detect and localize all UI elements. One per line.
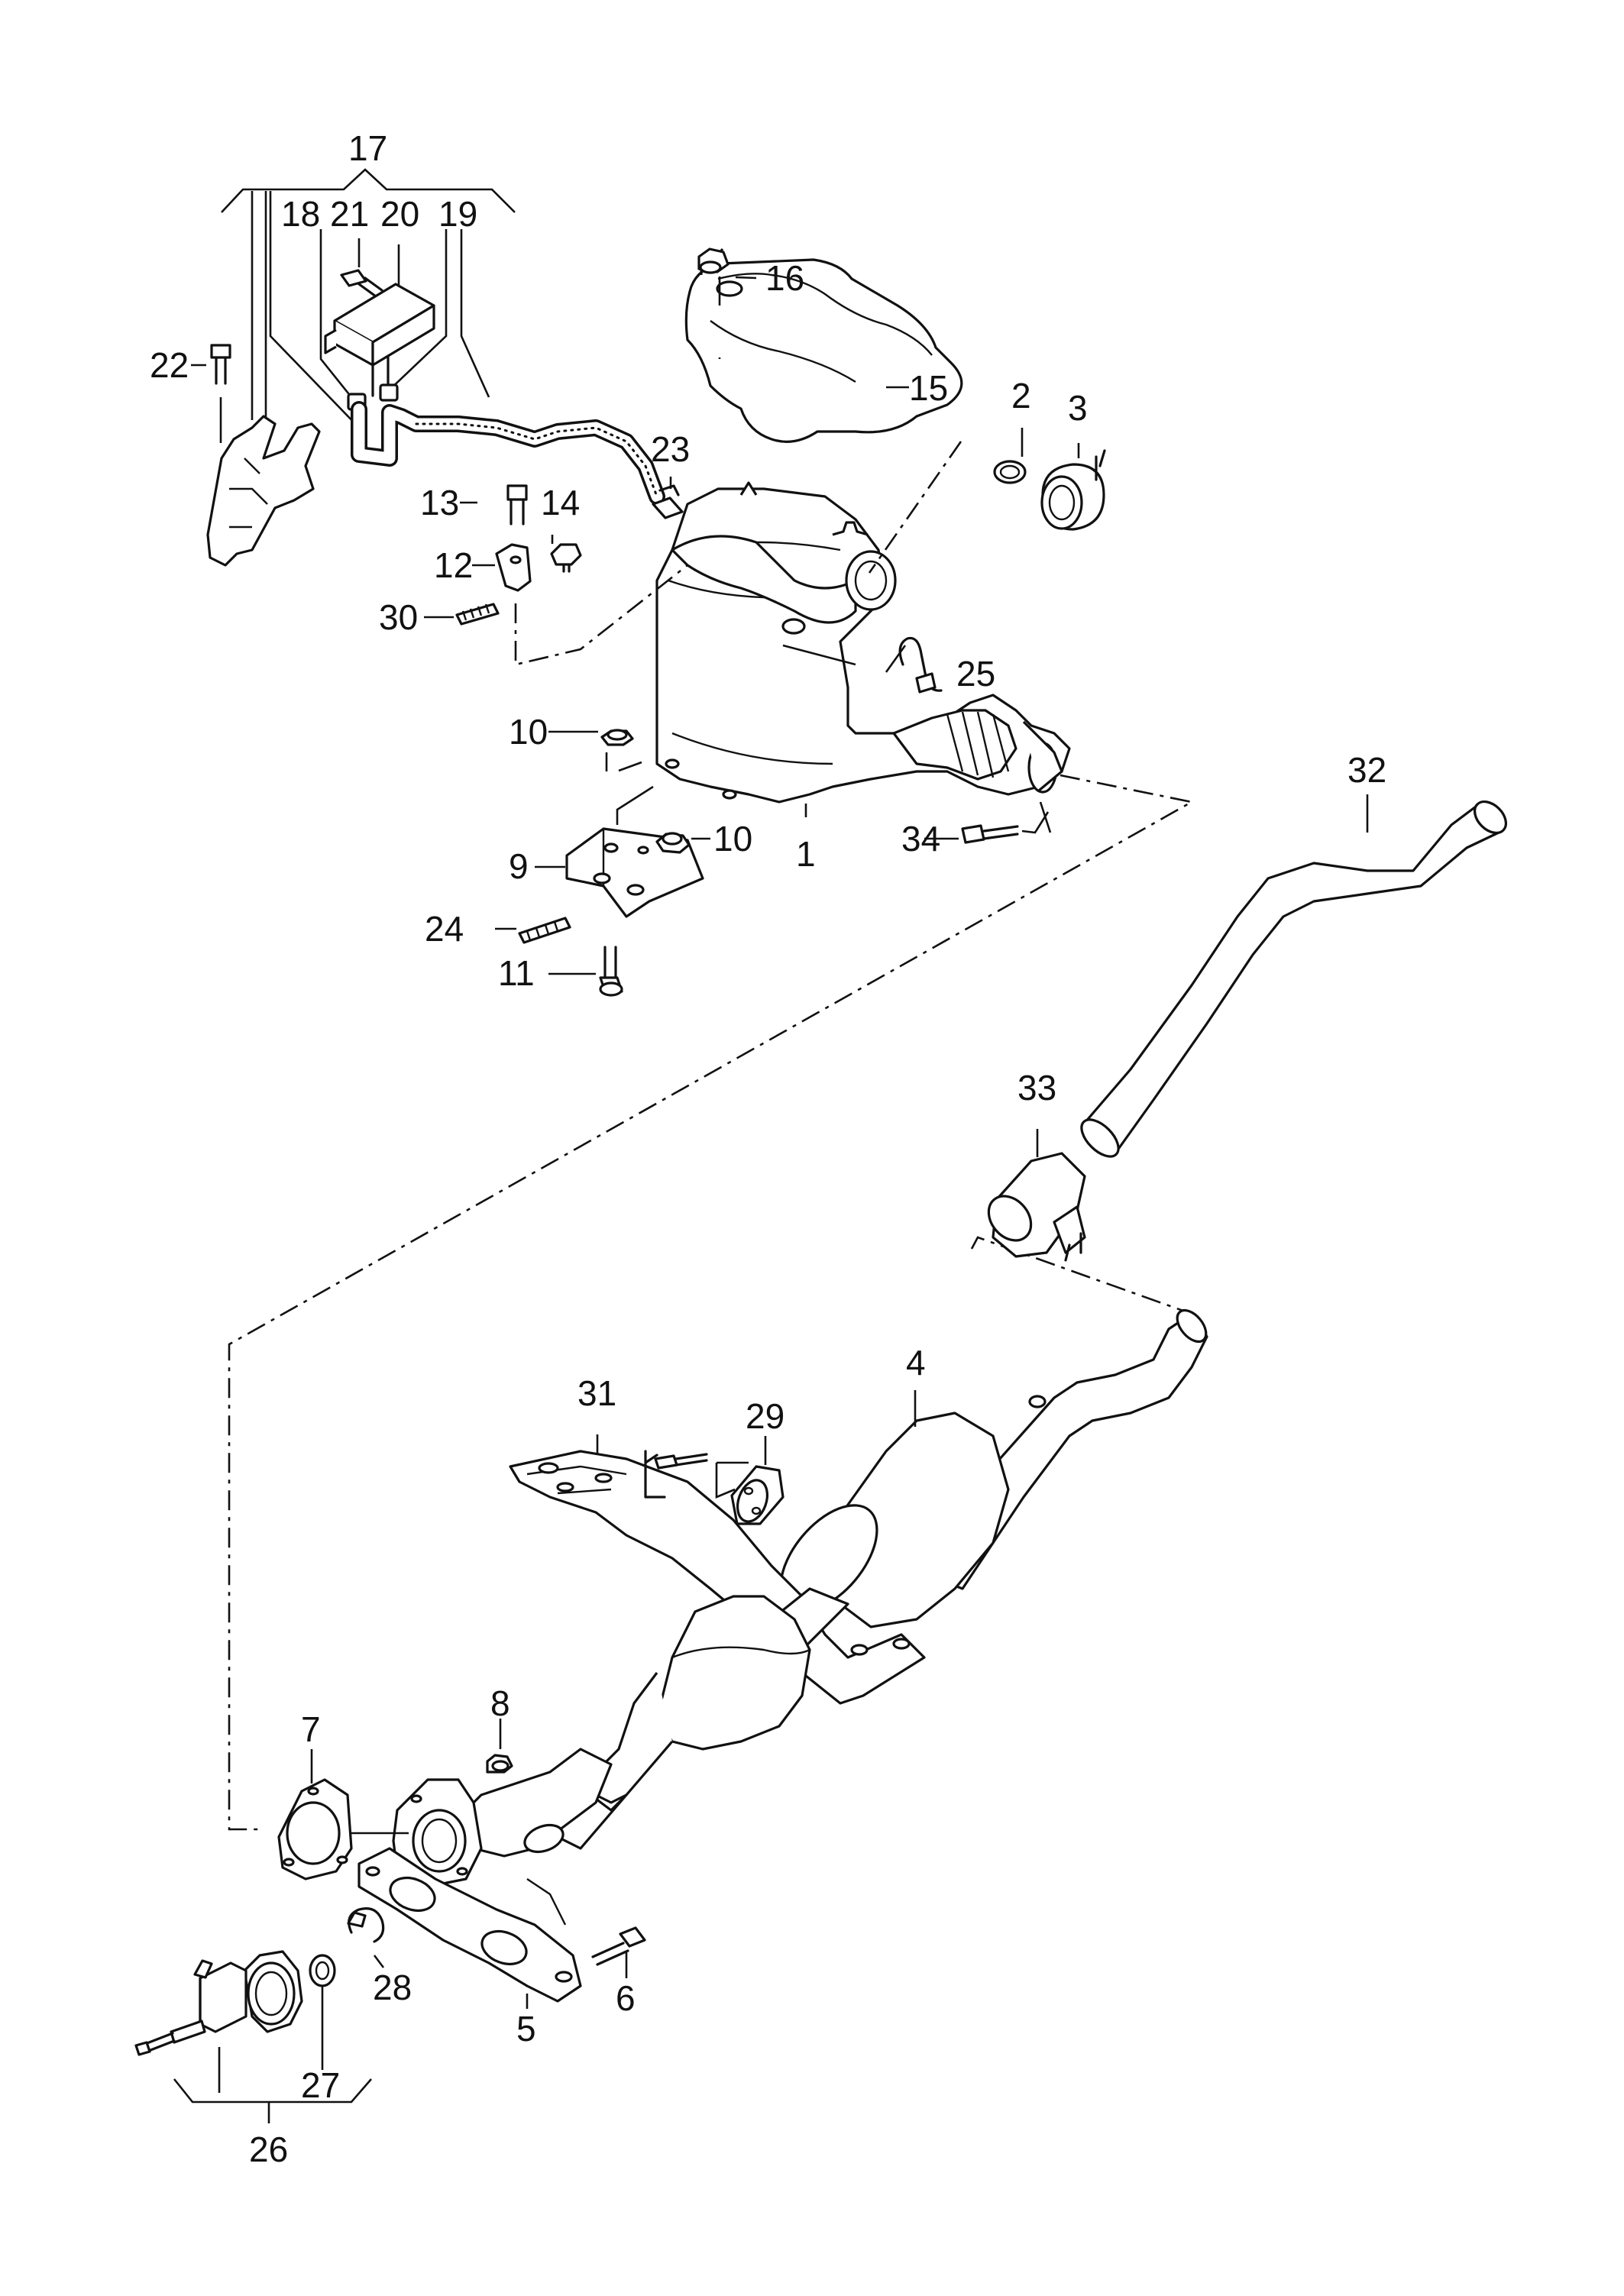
heat-shield — [684, 247, 963, 443]
callout-34: 34 — [901, 819, 940, 859]
callout-20: 20 — [380, 194, 419, 234]
callout-2: 2 — [1011, 376, 1031, 416]
callout-1: 1 — [796, 834, 816, 874]
callout-9: 9 — [509, 846, 529, 886]
flange-bolt — [591, 1926, 646, 1978]
callout-4: 4 — [906, 1343, 926, 1382]
tail-pipe — [1080, 794, 1507, 1158]
callout-31: 31 — [577, 1373, 616, 1413]
callout-11: 11 — [498, 953, 535, 993]
callout-29: 29 — [746, 1396, 785, 1436]
gasket-and-clamp — [993, 428, 1106, 531]
callout-23: 23 — [651, 429, 690, 469]
exhaust-sensor-parts — [134, 1907, 385, 2123]
callout-18: 18 — [281, 194, 320, 234]
callout-26: 26 — [249, 2129, 288, 2169]
pipe-clamp — [987, 1129, 1086, 1262]
callout-15: 15 — [909, 368, 948, 408]
rear-muffler — [779, 1308, 1208, 1628]
callout-30: 30 — [379, 597, 418, 637]
callout-labels: 17 18 21 20 19 22 16 15 2 3 23 13 14 12 … — [150, 128, 1386, 2169]
callout-16: 16 — [765, 258, 804, 298]
callout-25: 25 — [956, 654, 995, 694]
callout-17: 17 — [348, 128, 387, 168]
callout-leaders — [191, 364, 959, 975]
callout-21: 21 — [330, 194, 369, 234]
mounting-hardware — [455, 484, 704, 997]
flange-gasket — [277, 1749, 409, 1880]
callout-8: 8 — [490, 1683, 510, 1723]
callout-3: 3 — [1068, 388, 1088, 428]
callout-14: 14 — [541, 483, 580, 522]
hanger-bracket — [509, 1434, 926, 1705]
callout-10a: 10 — [509, 712, 548, 752]
callout-33: 33 — [1017, 1068, 1056, 1108]
callout-12: 12 — [434, 545, 473, 585]
callout-32: 32 — [1347, 750, 1386, 790]
callout-19: 19 — [438, 194, 477, 234]
clip-and-bolt — [782, 636, 1052, 844]
callout-28: 28 — [373, 1968, 412, 2007]
callout-13: 13 — [420, 483, 459, 522]
callout-6: 6 — [616, 1978, 636, 2018]
callout-5: 5 — [516, 2009, 536, 2049]
front-exhaust-pipe — [357, 1587, 849, 2009]
callout-10b: 10 — [713, 819, 752, 859]
callout-24: 24 — [425, 909, 464, 949]
callout-27: 27 — [301, 2065, 340, 2105]
particulate-filter — [655, 481, 1071, 817]
pressure-sensor-assembly — [206, 168, 684, 567]
callout-7: 7 — [301, 1709, 321, 1749]
callout-22: 22 — [150, 345, 189, 385]
